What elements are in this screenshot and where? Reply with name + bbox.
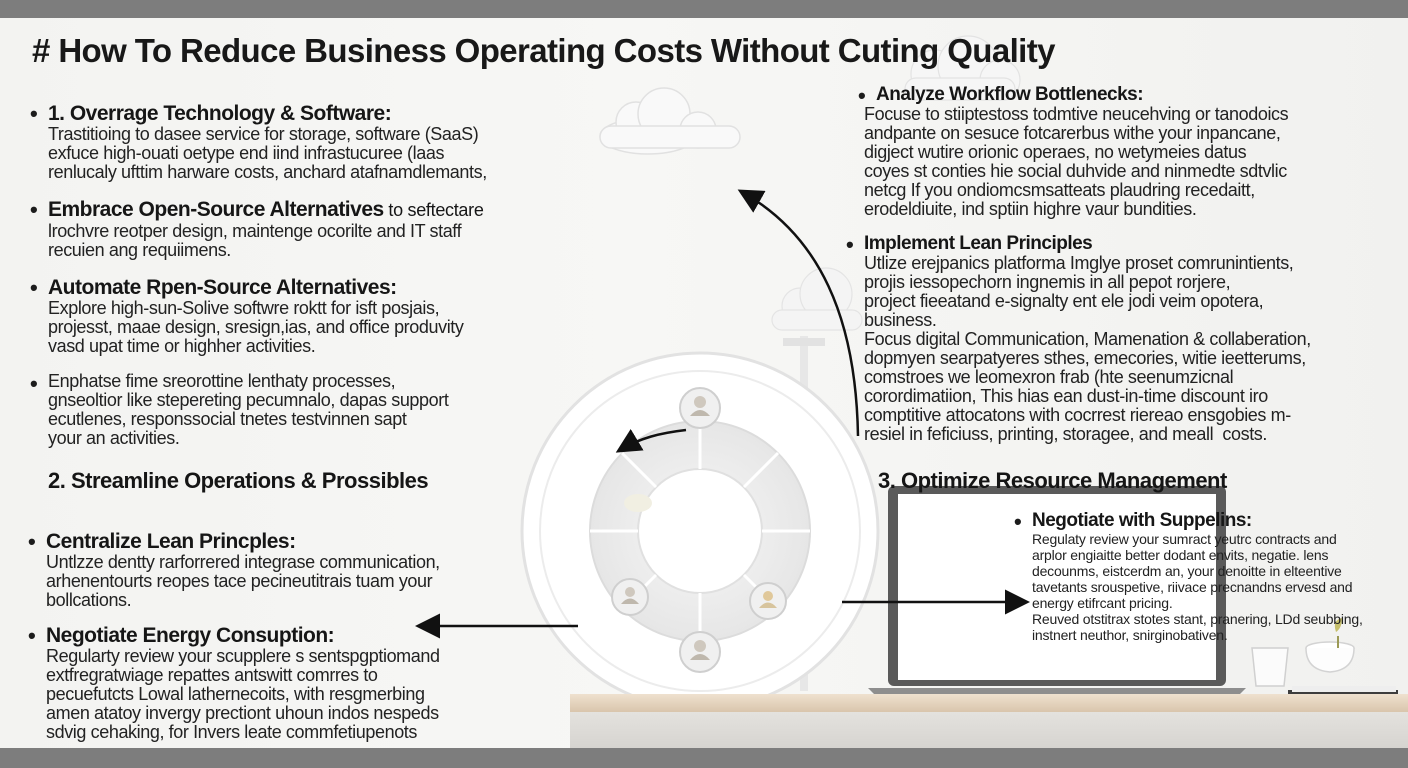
bullet-line: corordimatiion, This hias ean dust-in-ti… xyxy=(864,386,1268,406)
bullet-line: ecutlenes, responssocial tnetes testvinn… xyxy=(48,409,407,429)
bullet-line: dopmyen searpatyeres sthes, emecories, w… xyxy=(864,348,1306,368)
bullet-dot: • xyxy=(30,275,38,300)
desk-front xyxy=(570,712,1408,748)
bullet-dot: • xyxy=(1014,509,1022,534)
left-bullet-3: • Automate Rpen-Source Alternatives: Exp… xyxy=(30,276,464,356)
right-bullet-2: • Implement Lean Principles Utlize erejp… xyxy=(846,233,1311,444)
section-heading: 3. Optimize Resource Management xyxy=(878,468,1227,493)
plant-icon xyxy=(1334,618,1342,648)
section-heading: 2. Streamline Operations & Prossibles xyxy=(48,468,429,493)
bullet-line: Untlzze dentty rarforrered integrase com… xyxy=(46,552,440,572)
bullet-line: vasd upat time or highher activities. xyxy=(48,336,316,356)
person-icon xyxy=(611,578,649,616)
bullet-line: tavetants srouspetive, riivace precnandn… xyxy=(1032,579,1353,595)
left-bullet-6: • Negotiate Energy Consuption: Regularty… xyxy=(28,624,440,742)
bullet-line: Focuse to stiiptestoss todmtive neucehvi… xyxy=(864,104,1289,124)
bullet-dot: • xyxy=(858,83,866,108)
bullet-inline-text: to seftectare xyxy=(383,200,484,220)
bullet-line: decounms, eistcerdm an, your denoitte in… xyxy=(1032,563,1342,579)
bullet-heading: Implement Lean Principles xyxy=(864,233,1093,254)
bullet-line: coyes st conties hie social duhvide and … xyxy=(864,161,1287,181)
bullet-line: your an activities. xyxy=(48,428,180,448)
cloud-icon xyxy=(599,87,741,155)
bullet-line: arplor engiaitte better dodant envits, n… xyxy=(1032,547,1329,563)
bullet-line: recuien ang requiimens. xyxy=(48,240,231,260)
bullet-line: business. xyxy=(864,310,937,330)
bullet-line: energy etifrcant pricing. xyxy=(1032,595,1173,611)
person-icon xyxy=(679,387,721,429)
page-title: # How To Reduce Business Operating Costs… xyxy=(32,32,1055,69)
bullet-heading: Analyze Workflow Bottlenecks: xyxy=(876,84,1144,105)
bullet-line: project fieeatand e-signalty ent ele jod… xyxy=(864,291,1264,311)
left-bullet-2: • Embrace Open-Source Alternatives to se… xyxy=(30,198,484,260)
bullet-line: Utlize erejpanics platforma Imglye prose… xyxy=(864,253,1294,273)
bullet-line: netcg If you ondiomcsmsatteats plaudring… xyxy=(864,180,1255,200)
bullet-line: andpante on sesuce fotcarerbus withe you… xyxy=(864,123,1281,143)
desk-surface xyxy=(570,694,1408,712)
bullet-heading: 1. Overrage Technology & Software: xyxy=(48,102,392,125)
person-icon xyxy=(679,631,721,673)
bullet-heading: Embrace Open-Source Alternatives xyxy=(48,198,384,221)
bullet-line: Trastitioing to dasee service for storag… xyxy=(48,124,479,144)
bullet-line: exfuce high-ouati oetype end iind infras… xyxy=(48,143,445,163)
bullet-line: instnert neuthor, snirginobativen. xyxy=(1032,627,1228,643)
bullet-line: bollcations. xyxy=(46,590,132,610)
bullet-line: digject wutire orionic operaes, no wetym… xyxy=(864,142,1247,162)
bullet-line: projesst, maae design, sresign,ias, and … xyxy=(48,317,464,337)
bullet-line: Reuved otstitrax stotes stant, pranering… xyxy=(1032,611,1363,627)
bullet-line: sdvig cehaking, for Invers leate commfet… xyxy=(46,722,417,742)
bullet-line: renlucaly ufttim harware costs, anchard … xyxy=(48,162,487,182)
bullet-line: extfregratwiage repattes antswitt comrre… xyxy=(46,665,378,685)
bullet-heading: Negotiate Energy Consuption: xyxy=(46,624,335,647)
bullet-dot: • xyxy=(30,101,38,126)
bullet-line: Regulaty review your sumract yeutrc cont… xyxy=(1032,531,1337,547)
illustration xyxy=(415,35,1398,712)
bullet-heading: Centralize Lean Princples: xyxy=(46,530,296,553)
bullet-line: erodeldiuite, ind sptiin highre vaur bun… xyxy=(864,199,1197,219)
right-bullet-3: • Negotiate with Suppelins: Regulaty rev… xyxy=(1014,510,1363,643)
bullet-line: comptitive attocatons with cocrrest rier… xyxy=(864,405,1291,425)
bullet-dot: • xyxy=(846,232,854,257)
left-bullet-1: • 1. Overrage Technology & Software: Tra… xyxy=(30,102,487,182)
bullet-line: comstroes we leomexron frab (hte seenumz… xyxy=(864,367,1234,387)
bullet-dot: • xyxy=(30,197,38,222)
laptop-icon xyxy=(868,486,1246,698)
bullet-line: pecuefutcts Lowal lathernecoits, with re… xyxy=(46,684,425,704)
bullet-line: Explore high-sun-Solive softwre roktt fo… xyxy=(48,298,440,318)
bullet-line: arhenentourts reopes tace pecineutitrais… xyxy=(46,571,433,591)
bullet-line: gnseoltior like stepereting pecumnalo, d… xyxy=(48,390,449,410)
bullet-line: Regularty review your scupplere s sentsp… xyxy=(46,646,440,666)
bullet-line: lrochvre reotper design, maintenge ocori… xyxy=(48,221,462,241)
bullet-dot: • xyxy=(30,371,38,396)
bullet-heading: Negotiate with Suppelins: xyxy=(1032,510,1252,531)
bullet-line: Enphatse fime sreorottine lenthaty proce… xyxy=(48,371,396,391)
cup-icon xyxy=(1251,641,1355,687)
bullet-line: amen atatoy invergy prectiont uhoun indo… xyxy=(46,703,439,723)
bullet-line: Focus digital Communication, Mamenation … xyxy=(864,329,1311,349)
cloud-icon xyxy=(904,35,1021,101)
cloud-icon xyxy=(771,267,863,331)
person-icon xyxy=(749,582,787,620)
arrow-icon xyxy=(415,189,1030,639)
bullet-heading: Automate Rpen-Source Alternatives: xyxy=(48,276,397,299)
right-bullet-1: • Analyze Workflow Bottlenecks: Focuse t… xyxy=(858,83,1289,219)
infographic-canvas: # How To Reduce Business Operating Costs… xyxy=(0,18,1408,748)
bullet-line: projis iessopechorn ingnemis in all pepo… xyxy=(864,272,1231,292)
bullet-line: resiel in feficiuss, printing, storagee,… xyxy=(864,424,1267,444)
bullet-dot: • xyxy=(28,529,36,554)
left-bullet-5: • Centralize Lean Princples: Untlzze den… xyxy=(28,530,440,610)
bullet-dot: • xyxy=(28,623,36,648)
left-bullet-4: • Enphatse fime sreorottine lenthaty pro… xyxy=(30,371,449,448)
